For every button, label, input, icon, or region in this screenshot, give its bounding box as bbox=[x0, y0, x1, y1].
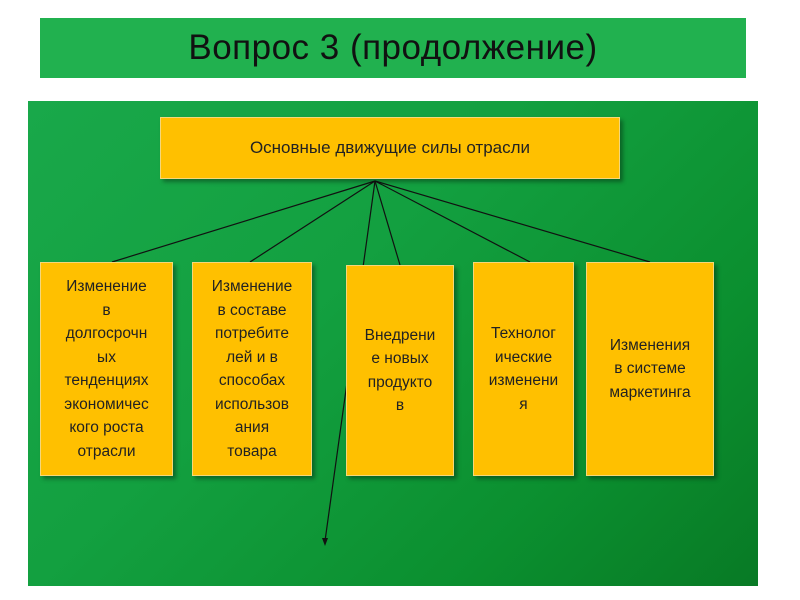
child-node-label: Изменения в системе маркетинга bbox=[609, 336, 691, 401]
child-node-consumer-changes: Изменение в составе потребите лей и в сп… bbox=[192, 262, 312, 476]
child-node-marketing-changes: Изменения в системе маркетинга bbox=[586, 262, 714, 476]
title-bar: Вопрос 3 (продолжение) bbox=[40, 18, 746, 78]
root-node: Основные движущие силы отрасли bbox=[160, 117, 620, 179]
root-node-label: Основные движущие силы отрасли bbox=[249, 138, 531, 158]
child-node-label: Изменение в составе потребите лей и в сп… bbox=[211, 278, 293, 460]
child-node-long-term-trends: Изменение в долгосрочн ых тенденциях эко… bbox=[40, 262, 173, 476]
child-node-new-products: Внедрени е новых продукто в bbox=[346, 265, 454, 476]
child-node-tech-changes: Технолог ические изменени я bbox=[473, 262, 574, 476]
slide-title: Вопрос 3 (продолжение) bbox=[188, 28, 598, 67]
child-node-label: Внедрени е новых продукто в bbox=[364, 326, 436, 415]
child-node-label: Изменение в долгосрочн ых тенденциях эко… bbox=[64, 278, 149, 460]
child-node-label: Технолог ические изменени я bbox=[488, 325, 559, 413]
